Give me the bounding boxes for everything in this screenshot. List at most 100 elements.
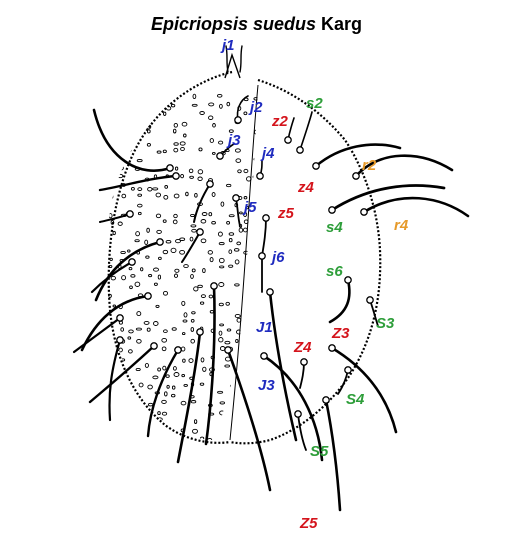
sculpture-dot <box>110 439 115 440</box>
sculpture-dot <box>252 232 257 238</box>
sculpture-dot <box>179 249 186 255</box>
sculpture-dot <box>147 402 154 407</box>
shield-left-margin <box>107 70 233 444</box>
sculpture-dot <box>139 410 144 415</box>
seta-Z4 <box>299 361 305 389</box>
shield-central-ridge <box>229 84 259 441</box>
sculpture-dot <box>130 274 136 278</box>
sculpture-dot <box>163 111 167 116</box>
sculpture-dot <box>144 362 149 368</box>
seta-J1-socket <box>266 288 274 296</box>
sculpture-dot <box>199 111 205 115</box>
sculpture-dot <box>121 275 127 281</box>
seta-z2-socket <box>284 136 292 144</box>
seta-left-7-socket <box>126 210 134 218</box>
sculpture-dot <box>217 390 224 394</box>
sculpture-dot <box>252 382 258 386</box>
sculpture-dot <box>118 347 123 353</box>
sculpture-dot <box>191 228 197 233</box>
sculpture-dot <box>229 384 234 388</box>
sculpture-dot <box>156 229 162 234</box>
sculpture-dot <box>218 302 224 307</box>
setae-group <box>72 45 470 512</box>
sculpture-dot <box>130 186 135 191</box>
sculpture-dot <box>217 231 223 237</box>
sculpture-dot <box>233 248 240 252</box>
sculpture-dot <box>218 330 223 336</box>
label-z5: z5 <box>277 205 295 222</box>
sculpture-dot <box>120 250 126 255</box>
seta-Z4-socket <box>300 358 308 366</box>
sculpture-dot <box>130 122 135 129</box>
sculpture-dot <box>134 239 140 243</box>
sculpture-dot <box>200 238 207 244</box>
sculpture-dot <box>108 264 113 269</box>
sculpture-dot <box>146 227 150 233</box>
seta-left-14-socket <box>206 180 214 188</box>
sculpture-dot <box>171 385 176 390</box>
sculpture-dot <box>255 191 258 197</box>
sculpture-dot <box>136 311 142 317</box>
sculpture-dot <box>144 96 150 100</box>
sculpture-dot <box>137 193 143 197</box>
seta-s4 <box>330 184 446 212</box>
label-j6: j6 <box>270 249 285 266</box>
sculpture-dot <box>145 255 150 259</box>
sculpture-dot <box>209 309 215 314</box>
sculpture-dot <box>120 327 125 332</box>
sculpture-dot <box>173 122 178 128</box>
sculpture-dot <box>200 219 207 224</box>
sculpture-dot <box>157 367 161 372</box>
sculpture-dot <box>224 340 231 345</box>
sculpture-dot <box>218 437 225 440</box>
sculpture-dot <box>220 201 225 207</box>
sculpture-dot <box>144 239 149 245</box>
sculpture-dot <box>211 192 216 197</box>
sculpture-dot <box>253 129 258 135</box>
seta-S5-socket <box>294 410 302 418</box>
sculpture-dot <box>180 173 185 179</box>
diagram-title: Epicriopsis suedus Karg <box>0 14 513 35</box>
sculpture-dot <box>180 346 186 352</box>
label-s6: s6 <box>326 263 343 280</box>
sculpture-dot <box>121 193 127 199</box>
seta-left-3 <box>94 240 162 302</box>
seta-J3 <box>262 354 324 462</box>
sculpture-dot <box>112 391 118 396</box>
sculpture-dot <box>182 358 186 363</box>
sculpture-dot <box>189 175 194 179</box>
sculpture-dot <box>236 317 242 323</box>
sculpture-dot <box>109 167 116 171</box>
shield-right-margin <box>229 78 382 445</box>
sculpture-dot <box>110 220 115 225</box>
sculpture-dot <box>247 391 251 395</box>
sculpture-dot <box>245 205 249 210</box>
sculpture-dot <box>254 301 258 307</box>
sculpture-dot <box>219 401 226 405</box>
sculpture-dot <box>218 242 225 246</box>
sculpture-dot <box>219 323 225 327</box>
seta-left-2 <box>98 174 178 192</box>
sculpture-dot <box>109 194 114 199</box>
sculpture-dot <box>234 259 240 265</box>
sculpture-dot <box>118 165 124 171</box>
sculpture-dot <box>192 93 197 100</box>
sculpture-dot <box>140 267 144 272</box>
sculpture-dot <box>218 257 225 264</box>
sculpture-dot <box>182 319 188 323</box>
label-s2: s2 <box>306 95 323 112</box>
seta-j5-socket <box>232 194 240 202</box>
sculpture-dot <box>246 310 252 315</box>
seta-left-10-socket <box>196 328 204 336</box>
sculpture-dot <box>162 290 169 296</box>
sculpture-dot <box>138 436 143 440</box>
sculpture-dot <box>170 393 176 398</box>
sculpture-dot <box>228 232 235 236</box>
sculpture-dot <box>127 249 131 253</box>
sculpture-dot <box>171 327 177 331</box>
sculpture-dot <box>118 120 125 125</box>
sculpture-dot <box>119 411 124 417</box>
seta-left-11 <box>204 284 216 446</box>
seta-J3-socket <box>260 352 268 360</box>
sculpture-dot <box>128 329 134 334</box>
